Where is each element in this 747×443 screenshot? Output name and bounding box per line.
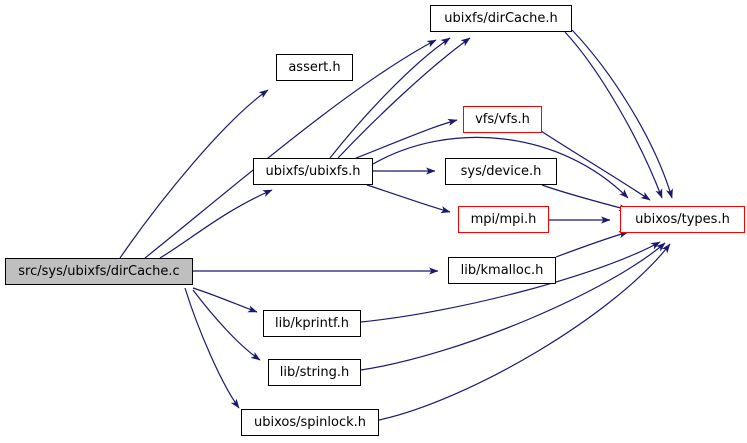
- graph-node-spinlock[interactable]: ubixos/spinlock.h: [241, 409, 379, 436]
- graph-edge: [540, 130, 651, 201]
- graph-node-string[interactable]: lib/string.h: [268, 359, 361, 386]
- graph-node-device[interactable]: sys/device.h: [445, 158, 557, 185]
- graph-edge: [571, 29, 673, 199]
- graph-edge: [360, 242, 666, 371]
- graph-node-label: assert.h: [288, 60, 341, 75]
- graph-edge: [192, 287, 258, 313]
- graph-node-kprintf[interactable]: lib/kprintf.h: [263, 310, 361, 337]
- graph-edge: [192, 289, 261, 361]
- graph-edge: [355, 118, 458, 159]
- graph-node-kmalloc[interactable]: lib/kmalloc.h: [448, 257, 556, 284]
- graph-edge: [541, 184, 629, 212]
- graph-node-label: ubixfs/dirCache.h: [444, 11, 558, 26]
- graph-node-label: vfs/vfs.h: [475, 112, 530, 127]
- graph-node-mpi[interactable]: mpi/mpi.h: [458, 206, 549, 233]
- graph-edge: [555, 231, 629, 258]
- graph-node-label: ubixos/types.h: [635, 212, 730, 227]
- graph-node-vfs[interactable]: vfs/vfs.h: [463, 106, 542, 133]
- graph-edge: [378, 243, 671, 421]
- graph-node-label: sys/device.h: [460, 164, 542, 179]
- graph-edge: [184, 287, 240, 409]
- graph-node-label: src/sys/ubixfs/dirCache.c: [18, 264, 180, 279]
- graph-node-label: lib/kmalloc.h: [460, 263, 544, 278]
- graph-edge: [159, 189, 273, 259]
- graph-edge: [337, 37, 471, 159]
- graph-edge: [564, 31, 663, 199]
- graph-node-label: mpi/mpi.h: [470, 212, 537, 227]
- graph-node-src[interactable]: src/sys/ubixfs/dirCache.c: [5, 258, 193, 285]
- graph-edge: [372, 136, 629, 199]
- graph-edge: [329, 37, 451, 159]
- graph-node-ubixfs[interactable]: ubixfs/ubixfs.h: [253, 158, 373, 185]
- graph-node-label: ubixfs/ubixfs.h: [265, 164, 361, 179]
- graph-node-label: lib/kprintf.h: [275, 316, 349, 331]
- graph-edge: [360, 241, 661, 323]
- graph-node-assert[interactable]: assert.h: [276, 54, 353, 81]
- graph-node-dircache[interactable]: ubixfs/dirCache.h: [430, 5, 572, 32]
- graph-node-label: lib/string.h: [279, 365, 350, 380]
- graph-node-types[interactable]: ubixos/types.h: [620, 206, 745, 233]
- graph-edge: [144, 39, 437, 259]
- graph-edge: [119, 89, 269, 259]
- graph-node-label: ubixos/spinlock.h: [254, 415, 366, 430]
- graph-edge: [366, 184, 451, 214]
